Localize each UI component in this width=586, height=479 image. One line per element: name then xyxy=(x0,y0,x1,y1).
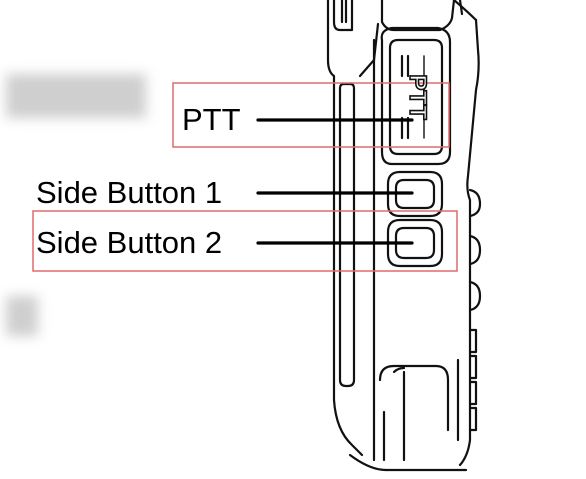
side-button-2-label: Side Button 2 xyxy=(36,225,223,260)
side-button-2-outline xyxy=(386,218,444,268)
lower-panel-outline xyxy=(378,358,460,462)
radio-body-outline xyxy=(326,0,480,472)
redacted-blur-bottom xyxy=(6,296,38,336)
ptt-label: PTT xyxy=(182,102,241,137)
side-button-1-label: Side Button 1 xyxy=(36,175,223,210)
top-knob-outline xyxy=(332,0,464,32)
side-button-2-highlight-box xyxy=(32,210,458,272)
ptt-engraving: PTT xyxy=(404,74,431,120)
ptt-highlight-box xyxy=(172,82,450,148)
right-side-bumps xyxy=(468,188,482,432)
side-groove xyxy=(338,82,356,388)
redacted-blur-top xyxy=(6,74,146,118)
side-button-1-outline xyxy=(386,170,444,218)
